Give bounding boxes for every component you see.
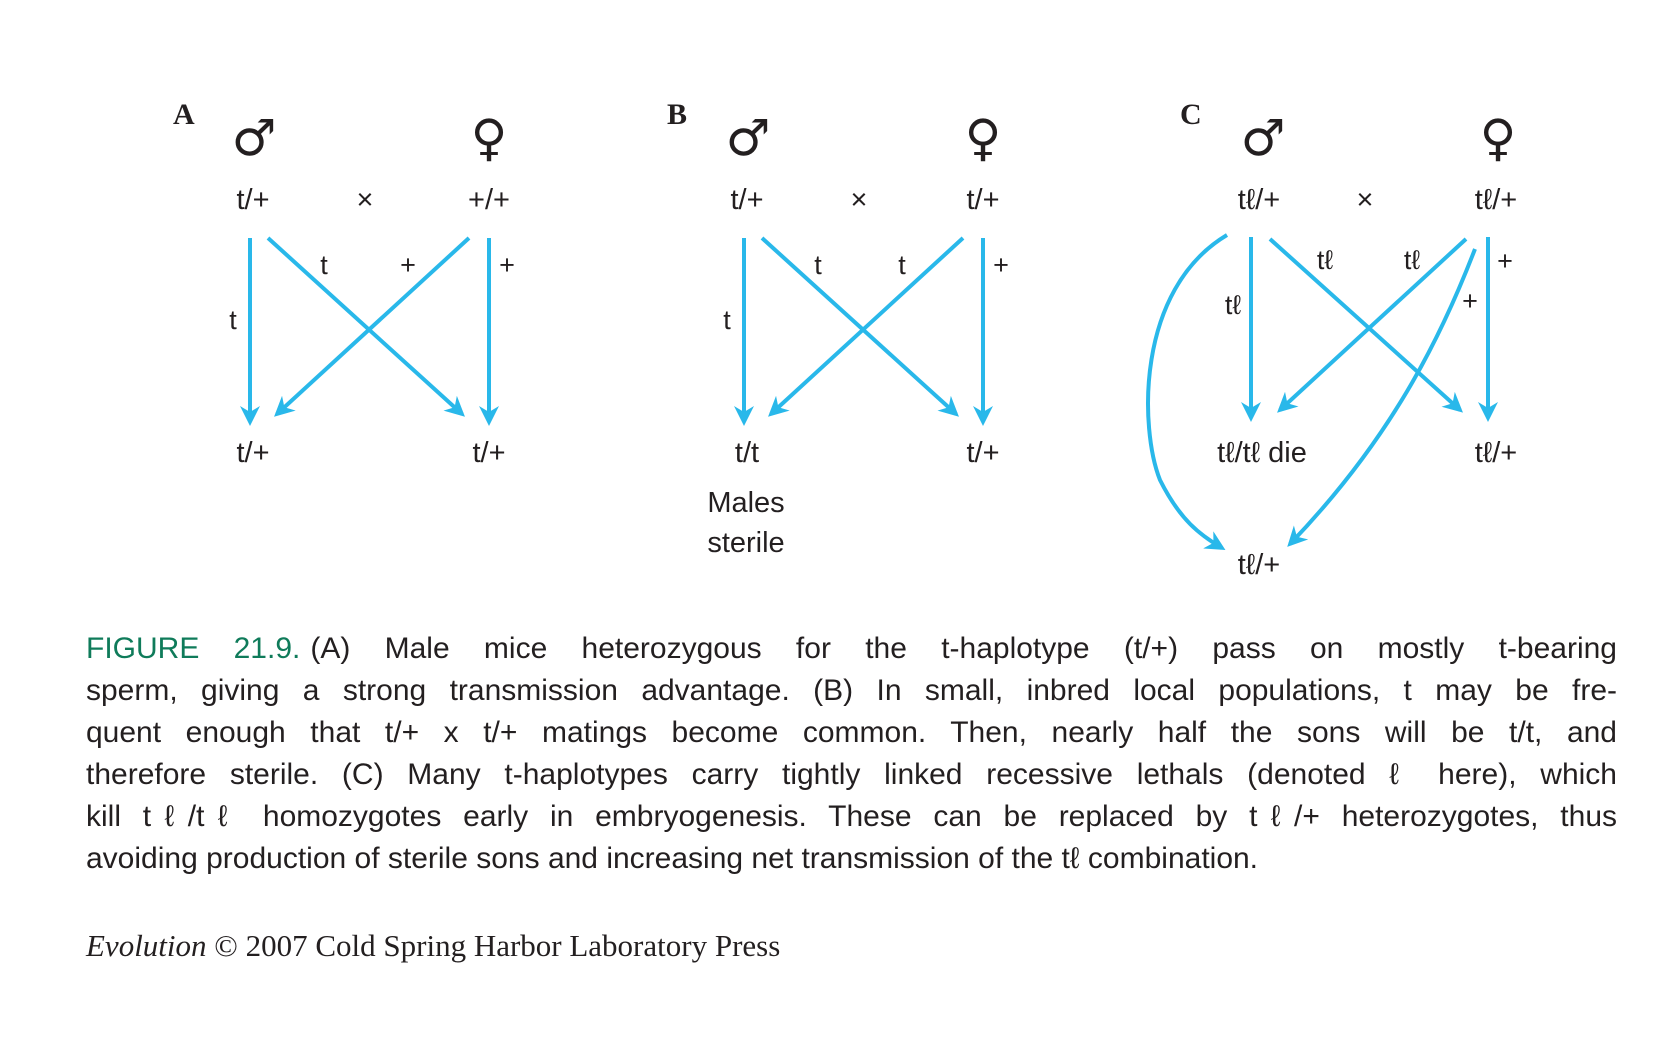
arrow-label: t — [229, 305, 237, 335]
female-symbol-icon: ♀ — [1480, 109, 1517, 167]
offspring-genotype: tℓ/+ — [1475, 437, 1517, 469]
arrow-female-cross — [768, 236, 965, 417]
panel-label: C — [1180, 98, 1202, 131]
book-title: Evolution — [86, 928, 207, 963]
male-genotype: t/+ — [730, 184, 763, 216]
arrow-male-curve — [1146, 233, 1229, 551]
arrow-male-cross — [760, 236, 959, 417]
t-haplotype-cross-diagram: A ♂ ♀ t/+ × +/+ t t + + t/+ t/+ B ♂ ♀ t/… — [173, 98, 1517, 581]
arrow-label: + — [1462, 286, 1478, 316]
panel-c: C ♂ ♀ tℓ/+ × tℓ/+ tℓ tℓ tℓ + + tℓ/tℓ die… — [1146, 98, 1517, 581]
arrow-label: + — [400, 250, 416, 280]
caption-line: quent enough that t/+ x t/+ matings beco… — [86, 716, 1617, 749]
figure-caption: FIGURE 21.9. (A) Male mice heterozygous f… — [86, 628, 1617, 880]
male-genotype: tℓ/+ — [1238, 184, 1280, 216]
offspring-genotype: t/+ — [236, 437, 269, 469]
caption-line: sperm, giving a strong transmission adva… — [86, 674, 1617, 707]
arrow-female-cross — [274, 236, 471, 417]
arrow-label: tℓ — [1404, 245, 1421, 275]
offspring-genotype: tℓ/tℓ die — [1217, 437, 1307, 469]
panel-b: B ♂ ♀ t/+ × t/+ t t t + t/t t/+ Males st… — [667, 98, 1009, 559]
caption-text: (A) Male mice heterozygous for the t-hap… — [310, 632, 1617, 665]
caption-line: FIGURE 21.9. (A) Male mice heterozygous f… — [86, 628, 1617, 670]
arrow-label: t — [898, 250, 906, 280]
arrow-male-cross — [266, 236, 465, 417]
arrow-label: + — [499, 250, 515, 280]
female-symbol-icon: ♀ — [965, 109, 1002, 167]
offspring-genotype: t/+ — [966, 437, 999, 469]
sterile-note: Males — [707, 487, 784, 519]
arrow-label: t — [320, 250, 328, 280]
caption-line: kill tℓ/tℓ homozygotes early in embryoge… — [86, 800, 1617, 833]
female-genotype: t/+ — [966, 184, 999, 216]
female-genotype: +/+ — [468, 184, 510, 216]
male-symbol-icon: ♂ — [726, 109, 771, 167]
cross-sign: × — [357, 184, 374, 216]
female-symbol-icon: ♀ — [471, 109, 508, 167]
arrow-female-cross — [1277, 237, 1468, 413]
panel-label: B — [667, 98, 687, 131]
male-symbol-icon: ♂ — [1241, 109, 1286, 167]
male-symbol-icon: ♂ — [232, 109, 277, 167]
male-genotype: t/+ — [236, 184, 269, 216]
arrow-label: t — [814, 250, 822, 280]
arrow-label: + — [993, 250, 1009, 280]
arrow-female-curve — [1287, 248, 1477, 547]
caption-head: FIGURE 21.9. — [86, 632, 301, 665]
caption-line: avoiding production of sterile sons and … — [86, 842, 1259, 875]
cross-sign: × — [1357, 184, 1374, 216]
panel-a: A ♂ ♀ t/+ × +/+ t t + + t/+ t/+ — [173, 98, 515, 469]
arrow-label: tℓ — [1225, 290, 1242, 320]
copyright-credit: Evolution © 2007 Cold Spring Harbor Labo… — [86, 928, 780, 964]
arrow-label: t — [723, 305, 731, 335]
female-genotype: tℓ/+ — [1475, 184, 1517, 216]
offspring-genotype: t/t — [735, 437, 759, 469]
arrow-label: tℓ — [1317, 245, 1334, 275]
offspring-genotype: t/+ — [472, 437, 505, 469]
offspring-genotype: tℓ/+ — [1238, 549, 1280, 581]
sterile-note: sterile — [707, 527, 784, 559]
credit-text: © 2007 Cold Spring Harbor Laboratory Pre… — [214, 928, 781, 963]
arrow-male-cross — [1268, 237, 1463, 413]
caption-line: therefore sterile. (C) Many t-haplotypes… — [86, 758, 1617, 791]
panel-label: A — [173, 98, 195, 131]
arrow-label: + — [1497, 246, 1513, 276]
cross-sign: × — [851, 184, 868, 216]
